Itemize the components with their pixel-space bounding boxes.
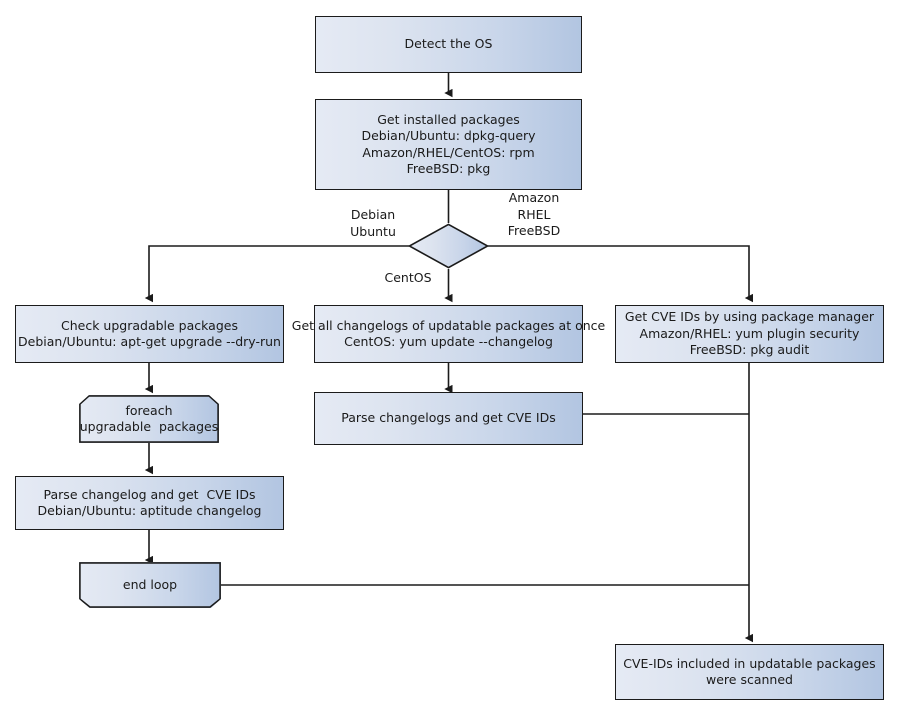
node-scanned-result[interactable]: CVE-IDs included in updatable packages w… [615,644,884,700]
node-check-upgradable-packages[interactable]: Check upgradable packages Debian/Ubuntu:… [15,305,284,363]
node-parse-changelog-single-label: Parse changelog and get CVE IDs Debian/U… [37,486,262,519]
node-end-loop[interactable]: end loop [79,562,221,608]
node-get-all-changelogs[interactable]: Get all changelogs of updatable packages… [292,305,605,363]
node-parse-changelog-single[interactable]: Parse changelog and get CVE IDs Debian/U… [15,476,284,530]
edge-label-amazon-rhel-freebsd: Amazon RHEL FreeBSD [507,190,561,238]
decision-diamond-shape [408,223,489,269]
node-check-upgradable-packages-label: Check upgradable packages Debian/Ubuntu:… [18,317,281,350]
node-os-decision[interactable] [408,223,489,269]
node-foreach-loop-start[interactable]: foreach upgradable packages [79,395,219,443]
edge-decision-to-cve-pkgmgr [488,245,753,303]
edge-label-centos: CentOS [384,270,432,285]
node-end-loop-label: end loop [122,576,178,592]
node-foreach-loop-start-label: foreach upgradable packages [79,402,219,434]
node-get-all-changelogs-label: Get all changelogs of updatable packages… [291,317,606,350]
node-detect-os-label: Detect the OS [404,36,493,52]
node-get-cve-ids-package-manager[interactable]: Get CVE IDs by using package manager Ama… [615,305,884,363]
node-get-installed-packages-label: Get installed packages Debian/Ubuntu: dp… [361,111,536,177]
node-scanned-result-label: CVE-IDs included in updatable packages w… [623,655,876,688]
node-get-cve-ids-package-manager-label: Get CVE IDs by using package manager Ama… [624,309,875,358]
edge-label-debian-ubuntu: Debian Ubuntu [350,207,396,239]
edge-decision-to-check-upgradable [144,245,409,303]
node-parse-changelogs-multi-label: Parse changelogs and get CVE IDs [341,410,556,426]
node-parse-changelogs-multi[interactable]: Parse changelogs and get CVE IDs [314,392,583,445]
node-detect-os[interactable]: Detect the OS [315,16,582,73]
node-get-installed-packages[interactable]: Get installed packages Debian/Ubuntu: dp… [315,99,582,190]
